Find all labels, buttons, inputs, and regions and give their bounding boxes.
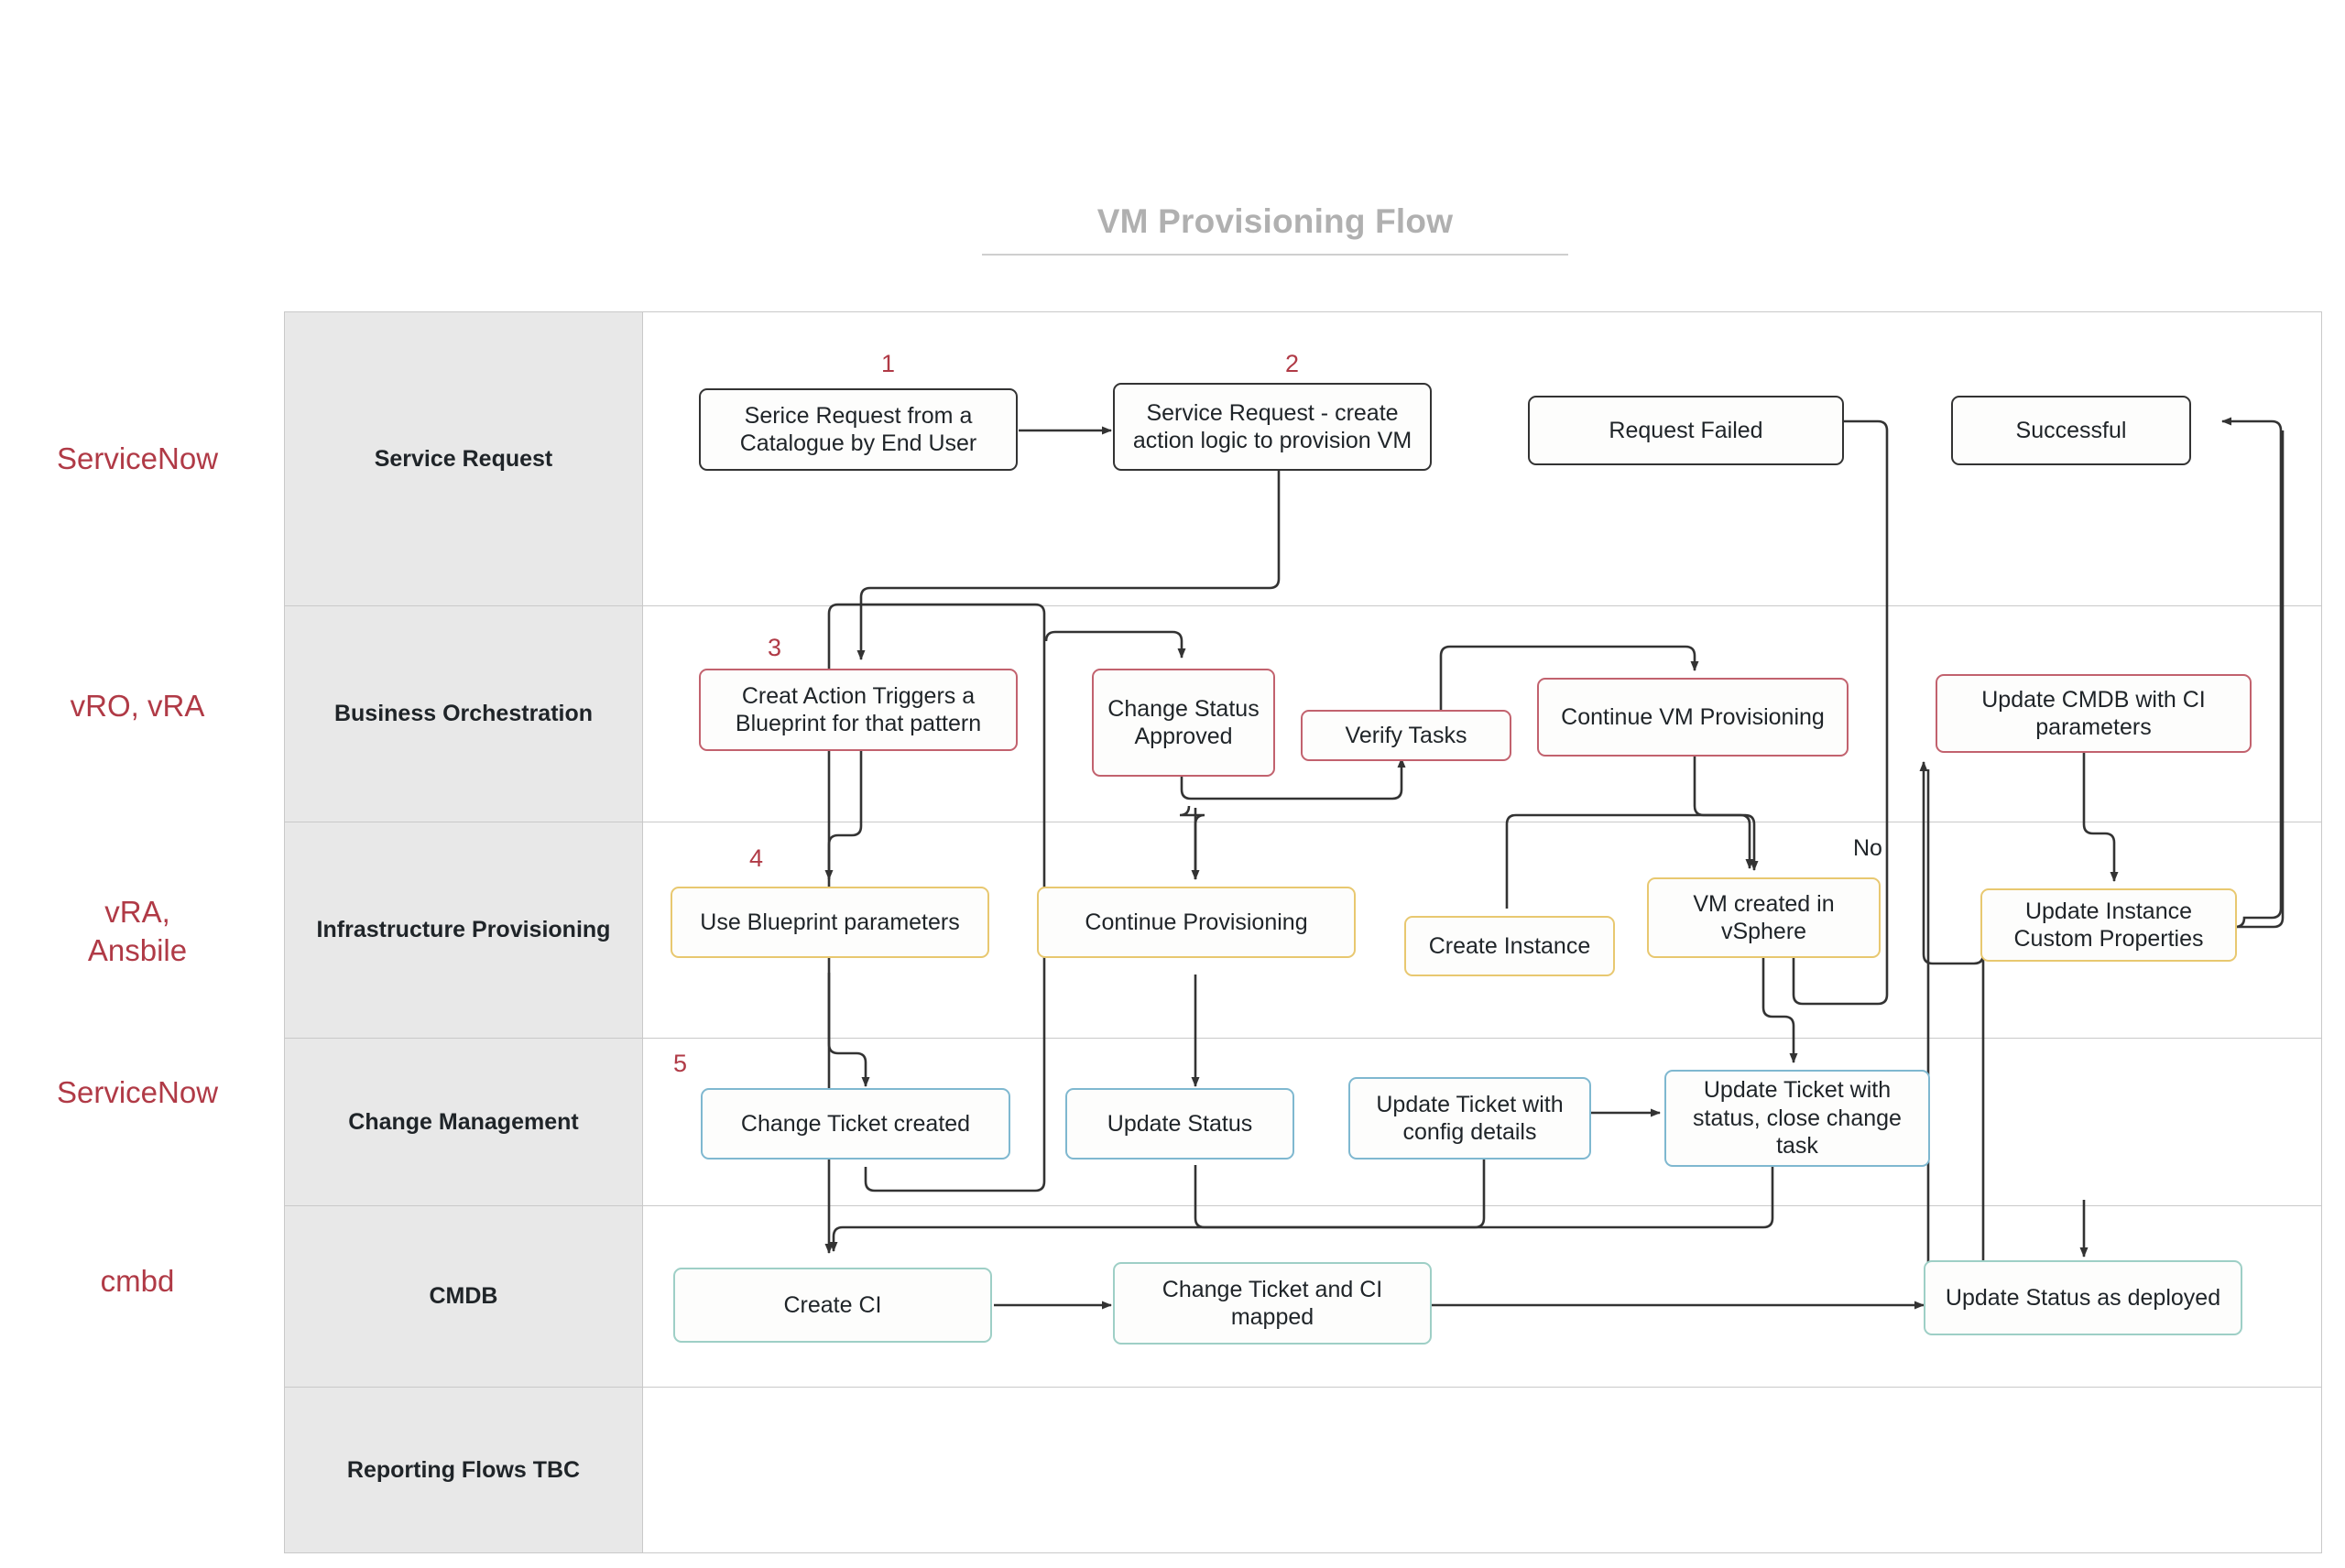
title-divider — [982, 253, 1568, 256]
lane-header-infrastructure-provisioning: Infrastructure Provisioning — [284, 822, 643, 1039]
system-label-service-request: ServiceNow — [56, 441, 219, 475]
step-number-3: 3 — [768, 634, 782, 661]
node-verify-tasks[interactable]: Verify Tasks — [1301, 710, 1511, 761]
node-update-status-as-deployed[interactable]: Update Status as deployed — [1924, 1260, 2242, 1335]
system-label-infrastructure-provisioning-line1: vRA, — [104, 895, 170, 929]
step-number-2: 2 — [1285, 350, 1300, 377]
node-change-ticket-created[interactable]: Change Ticket created — [701, 1088, 1010, 1160]
node-vm-created-vsphere[interactable]: VM created in vSphere — [1647, 877, 1881, 958]
lane-header-business-orchestration: Business Orchestration — [284, 605, 643, 822]
node-create-action-triggers[interactable]: Creat Action Triggers a Blueprint for th… — [699, 669, 1018, 751]
page-title: VM Provisioning Flow — [1096, 202, 1454, 240]
lane-header-cmdb: CMDB — [284, 1205, 643, 1388]
node-service-request-action-logic[interactable]: Service Request - create action logic to… — [1113, 383, 1432, 471]
system-label-infrastructure-provisioning-line2: Ansbile — [87, 933, 188, 967]
node-request-failed[interactable]: Request Failed — [1528, 396, 1844, 465]
lane-header-reporting: Reporting Flows TBC — [284, 1387, 643, 1553]
node-create-instance[interactable]: Create Instance — [1404, 916, 1615, 976]
system-label-cmdb: cmbd — [100, 1264, 175, 1298]
node-use-blueprint-parameters[interactable]: Use Blueprint parameters — [671, 887, 989, 958]
node-service-request-catalogue[interactable]: Serice Request from a Catalogue by End U… — [699, 388, 1018, 471]
node-update-ticket-status-close[interactable]: Update Ticket with status, close change … — [1664, 1070, 1930, 1167]
lane-row-change-management: Change Management — [284, 1038, 2322, 1206]
node-update-cmdb-ci-parameters[interactable]: Update CMDB with CI parameters — [1936, 674, 2252, 753]
node-create-ci[interactable]: Create CI — [673, 1268, 992, 1343]
node-update-ticket-config-details[interactable]: Update Ticket with config details — [1348, 1077, 1591, 1160]
lane-row-reporting: Reporting Flows TBC — [284, 1387, 2322, 1553]
node-change-ticket-ci-mapped[interactable]: Change Ticket and CI mapped — [1113, 1262, 1432, 1345]
node-update-instance-custom-properties[interactable]: Update Instance Custom Properties — [1980, 888, 2237, 962]
step-number-4: 4 — [749, 844, 764, 872]
node-successful[interactable]: Successful — [1951, 396, 2191, 465]
node-change-status-approved[interactable]: Change Status Approved — [1092, 669, 1275, 777]
lane-header-service-request: Service Request — [284, 311, 643, 606]
node-continue-vm-provisioning[interactable]: Continue VM Provisioning — [1537, 678, 1849, 757]
node-update-status[interactable]: Update Status — [1065, 1088, 1294, 1160]
title-block: VM Provisioning Flow — [982, 202, 1568, 256]
step-number-1: 1 — [881, 350, 896, 377]
node-continue-provisioning[interactable]: Continue Provisioning — [1037, 887, 1356, 958]
system-label-change-management: ServiceNow — [56, 1075, 219, 1109]
edge-label-no: No — [1850, 835, 1885, 862]
system-label-business-orchestration: vRO, vRA — [70, 689, 205, 723]
lane-header-change-management: Change Management — [284, 1038, 643, 1206]
step-number-5: 5 — [673, 1050, 688, 1077]
lane-body-reporting — [642, 1387, 2322, 1553]
